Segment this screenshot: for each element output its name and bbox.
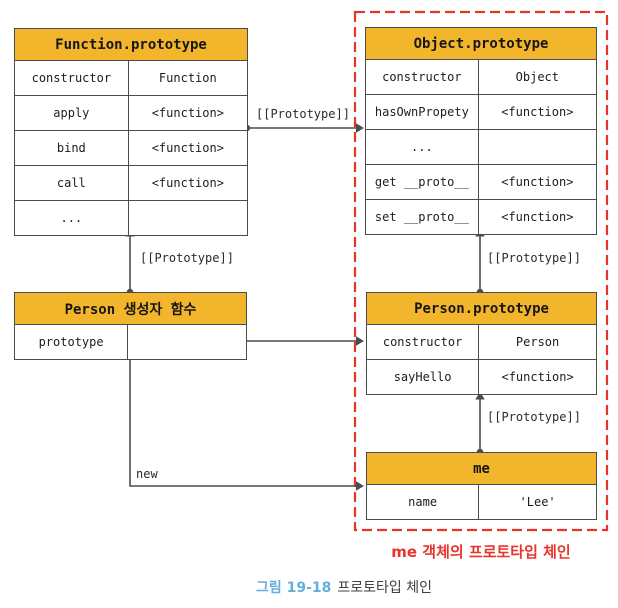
table-cell-key: bind [15,131,129,165]
table-row: prototype [15,325,246,359]
table-row: hasOwnPropety <function> [366,94,596,129]
table-cell-key: call [15,166,129,200]
table-title: me [367,453,596,485]
table-cell-value [129,201,247,235]
table-cell-key: sayHello [367,360,480,394]
table-cell-key: ... [366,130,479,164]
chain-caption: me 객체의 프로토타입 체인 [391,543,571,561]
table-cell-key: prototype [15,325,129,359]
table-row: sayHello <function> [367,359,596,394]
table-cell-key: name [367,485,480,519]
arrow-functionproto-to-objectproto [243,123,364,133]
table-title: Person 생성자 함수 [15,293,246,325]
arrow-personproto-to-objectproto [475,229,485,296]
table-cell-key: apply [15,96,129,130]
table-title: Person.prototype [367,293,596,325]
table-cell-value: <function> [151,176,224,190]
arrow-personconstructor-to-functionproto [125,229,135,296]
table-cell-value: Function [158,71,217,85]
table-title: Function.prototype [15,29,247,61]
table-row: call <function> [15,165,247,200]
table-row: constructor Object [366,60,596,94]
table-cell-key: set __proto__ [366,200,479,234]
table-title: Object.prototype [366,28,596,60]
table-cell-value: <function> [501,175,574,189]
figure-number: 그림 19-18 [255,580,332,596]
table-cell-value [479,130,596,164]
table-cell-value: <function> [501,105,574,119]
table-row: get __proto__ <function> [366,164,596,199]
figure-title: 프로토타입 체인 [337,580,433,596]
table-cell-key: hasOwnPropety [366,95,479,129]
prototype-link-label-top: [[Prototype]] [256,107,350,121]
prototype-link-label-middle: [[Prototype]] [487,251,581,265]
prototype-chain-boundary-box [353,10,609,532]
table-row: bind <function> [15,130,247,165]
table-cell-value: <function> [151,141,224,155]
table-cell-key: constructor [367,325,480,359]
table-row: ... [366,129,596,164]
table-cell-value [128,325,246,359]
arrow-me-to-personproto [475,392,485,456]
table-cell-value: <function> [501,210,574,224]
new-operator-label: new [136,467,158,481]
table-row: set __proto__ <function> [366,199,596,234]
table-row: ... [15,200,247,235]
table-cell-value: Object [515,70,560,84]
table-cell-value: <function> [151,106,224,120]
table-cell-key: constructor [366,60,479,94]
table-cell-key: constructor [15,61,129,95]
table-cell-value: Person [515,335,560,349]
table-row: apply <function> [15,95,247,130]
table-row: constructor Function [15,61,247,95]
prototype-link-label-bottom: [[Prototype]] [487,410,581,424]
arrow-new-personconstructor-to-me [126,353,364,491]
table-row: constructor Person [367,325,596,359]
table-cell-value: <function> [501,370,574,384]
prototype-link-label-left: [[Prototype]] [140,251,234,265]
figure-caption: 그림 19-18 프로토타입 체인 [70,577,618,597]
table-cell-key: get __proto__ [366,165,479,199]
table-row: name 'Lee' [367,485,596,519]
table-cell-value: 'Lee' [519,495,556,509]
table-cell-key: ... [15,201,129,235]
